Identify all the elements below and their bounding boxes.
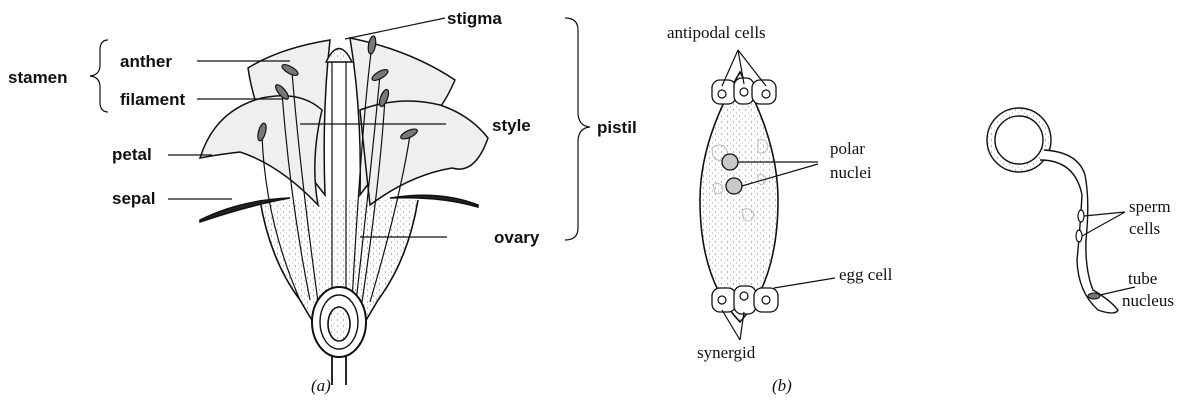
antipodal-cells-label: antipodal cells [667,23,766,42]
tube-nucleus [1088,293,1100,299]
ovule [328,307,350,341]
stigma-label: stigma [447,9,502,28]
anther-label: anther [120,52,172,71]
pollen-drawing [987,108,1118,313]
pistil-brace [565,18,590,240]
stamen-brace [90,40,108,112]
polar-label: polar [830,139,865,158]
polar-nucleus-2 [726,178,742,194]
cells-label: cells [1129,219,1160,238]
embryo-sac-drawing [700,72,778,322]
petal-right-front [360,101,488,205]
stigma-drawing [326,49,352,63]
caption-b: (b) [772,376,792,395]
petal-label: petal [112,145,152,164]
style-label: style [492,116,531,135]
sepal-label: sepal [112,189,155,208]
synergid-label: synergid [697,343,756,362]
sperm-cell-2 [1076,230,1082,242]
pollen-grain-inner [995,116,1043,164]
embryo-sac-outline [700,72,778,322]
flower-drawing [200,36,488,385]
egg-cell-label: egg cell [839,265,893,284]
nuclei-label: nuclei [830,163,872,182]
sperm-cell-1 [1078,210,1084,222]
pistil-label: pistil [597,118,637,137]
egg-apparatus [712,286,778,314]
polar-nucleus-1 [722,154,738,170]
tube-label: tube [1128,269,1157,288]
ovary-label: ovary [494,228,540,247]
sperm-label: sperm [1129,197,1171,216]
filament-label: filament [120,90,186,109]
nucleus-label: nucleus [1122,291,1174,310]
stamen-label: stamen [8,68,68,87]
caption-a: (a) [311,376,331,395]
